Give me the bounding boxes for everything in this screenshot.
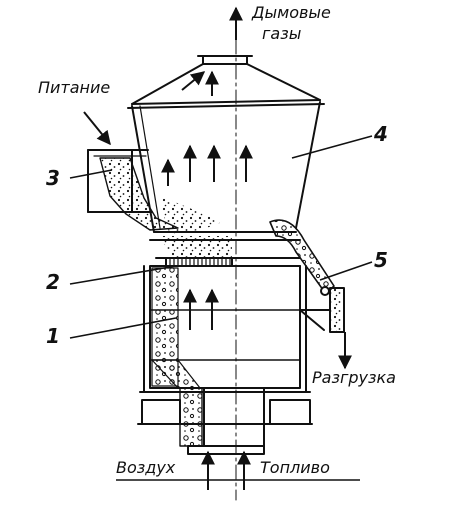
feed-arrow — [83, 111, 111, 146]
feed-hopper — [87, 149, 179, 231]
callout-leader-5 — [319, 261, 373, 281]
gas-flow-arrows — [161, 70, 253, 330]
callout-leader-3 — [69, 169, 113, 179]
callout-4: 4 — [374, 122, 388, 146]
combustion-chamber — [143, 265, 307, 393]
furnace-base — [137, 391, 313, 425]
callout-leader-4 — [291, 135, 373, 159]
fluidized-bed — [160, 196, 232, 258]
callout-leader-1 — [69, 317, 177, 339]
flue-gases-label-line2: газы — [262, 24, 302, 43]
air-label: Воздух — [116, 458, 176, 477]
fuel-label: Топливо — [260, 458, 330, 477]
flue-gases-label-line1: Дымовые — [252, 3, 331, 22]
callout-2: 2 — [46, 270, 60, 294]
feed-label: Питание — [38, 78, 111, 97]
discharge-chute — [269, 219, 345, 333]
discharge-label: Разгрузка — [312, 368, 396, 387]
callout-5: 5 — [374, 248, 388, 272]
callout-leader-2 — [69, 265, 177, 285]
callout-3: 3 — [46, 166, 60, 190]
flue-gas-outlet — [197, 55, 253, 65]
inlet-pipe — [179, 387, 265, 455]
callout-1: 1 — [46, 324, 60, 348]
distribution-grid — [155, 257, 301, 267]
conical-roof — [127, 63, 325, 109]
